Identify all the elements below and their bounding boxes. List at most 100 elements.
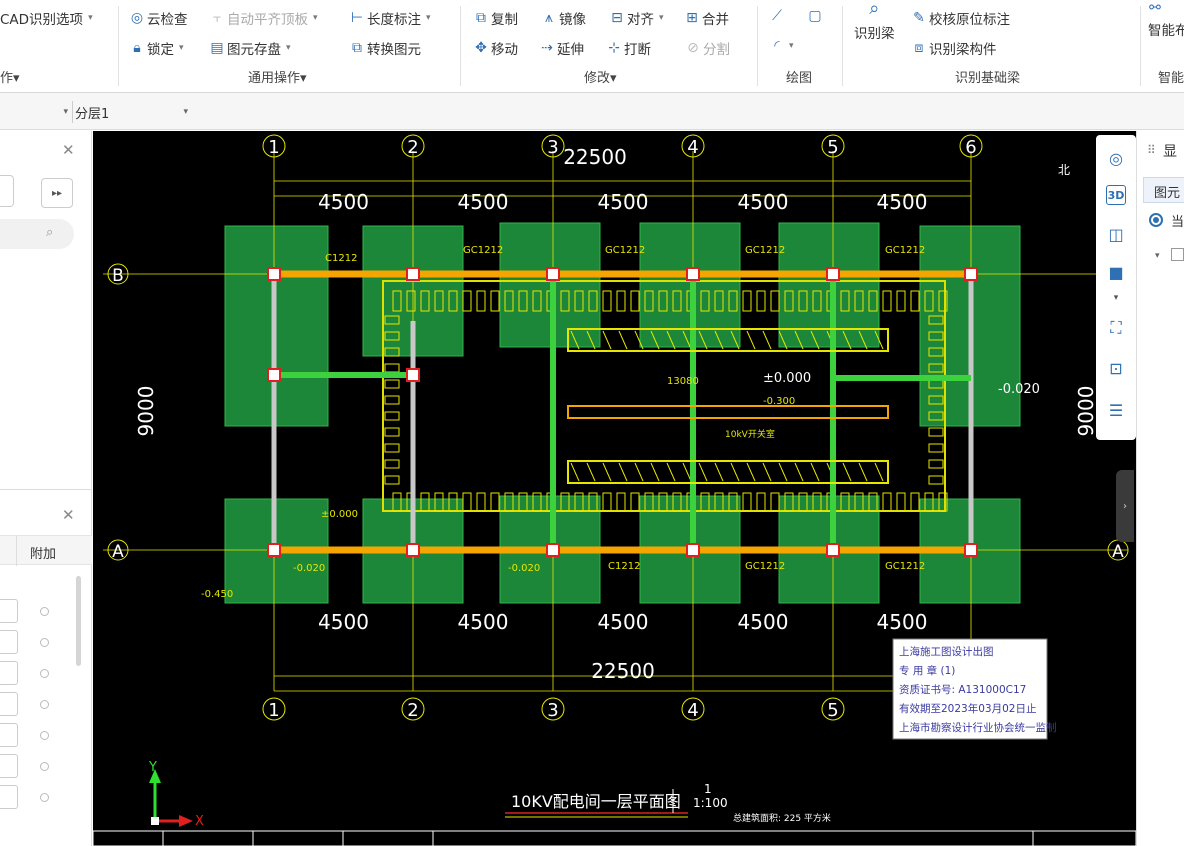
axis-number: 3	[547, 137, 558, 158]
cad-options-menu[interactable]: CAD识别选项▾	[0, 8, 93, 28]
property-row[interactable]	[0, 723, 18, 747]
hatch-cell	[928, 443, 944, 453]
convert-icon: ⧉	[352, 40, 362, 56]
hatch-cell	[384, 363, 400, 373]
tree-checkbox[interactable]	[1171, 248, 1184, 261]
layer-dropdown[interactable]: 分层1▾	[72, 101, 196, 123]
radio-icon[interactable]	[40, 793, 49, 802]
span-dim-label: 4500	[877, 610, 928, 634]
radio-icon[interactable]	[40, 731, 49, 740]
area-note: 总建筑面积: 225 平方米	[733, 812, 831, 824]
hatch-cell	[728, 290, 738, 312]
view-dropdown[interactable]: ▾	[1103, 285, 1129, 311]
property-row[interactable]	[0, 599, 18, 623]
copy-button[interactable]: ⧉复制	[476, 10, 518, 28]
properties-view-button[interactable]: ☰	[1103, 397, 1129, 423]
convert-element-button[interactable]: ⧉转换图元	[352, 40, 421, 58]
axis-number: 4	[687, 700, 698, 721]
check-original-dim-button[interactable]: ✎校核原位标注	[913, 10, 1010, 28]
close-icon[interactable]: ✕	[62, 141, 75, 159]
break-icon: ⊹	[608, 40, 620, 56]
orbit-view-button[interactable]: ◎	[1103, 145, 1129, 171]
lock-button[interactable]: 🔒︎锁定▾	[130, 38, 183, 58]
expand-button[interactable]: ▸▸	[41, 178, 73, 208]
identify-beam-member-button[interactable]: ⧈识别梁构件	[912, 38, 997, 58]
draw-rect-button[interactable]: ▢	[808, 8, 822, 24]
extend-button[interactable]: ⇢延伸	[541, 40, 584, 58]
identify-beam-button[interactable]: ⌕识别梁	[854, 0, 895, 42]
length-dim-button[interactable]: ⊢长度标注▾	[350, 10, 431, 28]
close-icon[interactable]: ✕	[62, 506, 75, 524]
stamp-line: 专 用 章 (1)	[899, 664, 955, 677]
hatch-cell	[658, 492, 668, 512]
left-group-label: 作▾	[0, 71, 20, 86]
break-button[interactable]: ⊹打断	[608, 40, 651, 58]
chevron-down-icon[interactable]: ▾	[1155, 251, 1160, 261]
general-ops-group[interactable]: 通用操作▾	[248, 71, 307, 86]
radio-current[interactable]	[1149, 213, 1163, 227]
hatch-stroke	[762, 462, 772, 482]
hatch-cell	[420, 492, 430, 512]
smart-layout-icon: ⚯	[1149, 0, 1161, 16]
hatch-cell	[882, 492, 892, 512]
radio-icon[interactable]	[40, 762, 49, 771]
collapse-right-handle[interactable]: ›	[1116, 470, 1134, 542]
hatch-cell	[504, 290, 514, 312]
merge-button[interactable]: ⊞合并	[686, 10, 729, 28]
hatch-cell	[812, 290, 822, 312]
hatch-cell	[924, 492, 934, 512]
property-row[interactable]	[0, 754, 18, 778]
auto-align-top-button[interactable]: ⫟自动平齐顶板▾	[210, 8, 318, 28]
title-block-dividers	[162, 831, 1034, 846]
hatch-cell	[476, 492, 486, 512]
property-row[interactable]	[0, 630, 18, 654]
span-dim-label: 4500	[458, 610, 509, 634]
modify-group[interactable]: 修改▾	[584, 71, 617, 86]
align-button[interactable]: ⊟对齐▾	[611, 10, 664, 28]
property-row[interactable]	[0, 692, 18, 716]
radio-icon[interactable]	[40, 638, 49, 647]
isolate-view-button[interactable]: ⊡	[1103, 355, 1129, 381]
move-button[interactable]: ✥移动	[475, 40, 518, 58]
axis-bubble	[401, 697, 425, 721]
label-gc1212: GC1212	[885, 561, 925, 572]
split-button[interactable]: ⊘分割	[687, 40, 730, 58]
drag-handle-icon[interactable]: ⠿	[1147, 143, 1156, 157]
draw-line-button[interactable]: ⟋	[770, 8, 784, 24]
panel-input-stub[interactable]	[0, 175, 14, 207]
hatch-stroke	[586, 462, 596, 482]
hatch-cell	[602, 290, 612, 312]
element-save-button[interactable]: ▤图元存盘▾	[210, 40, 291, 58]
fit-view-button[interactable]: ⛶	[1103, 315, 1129, 341]
floor-dropdown[interactable]: ▾	[0, 101, 72, 123]
move-icon: ✥	[475, 40, 487, 56]
solid-view-button[interactable]: ■	[1103, 259, 1129, 285]
scrollbar[interactable]	[76, 576, 81, 666]
column	[964, 543, 978, 557]
mirror-button[interactable]: ⩚镜像	[542, 8, 586, 28]
hatch-stroke	[810, 330, 820, 350]
hatch-stroke	[634, 462, 644, 482]
equipment-row	[567, 460, 889, 484]
property-row[interactable]	[0, 785, 18, 809]
hatch-cell	[812, 492, 822, 512]
radio-icon[interactable]	[40, 700, 49, 709]
3d-view-button[interactable]: 3D	[1106, 185, 1126, 205]
draw-arc-button[interactable]: ◜▾	[770, 38, 793, 54]
hatch-stroke	[746, 330, 756, 350]
property-row[interactable]	[0, 661, 18, 685]
tab-elements[interactable]: 图元	[1143, 177, 1184, 203]
label-gc1212: GC1212	[885, 245, 925, 256]
label-gc1212: GC1212	[745, 561, 785, 572]
radio-icon[interactable]	[40, 669, 49, 678]
hatch-stroke	[842, 330, 852, 350]
hatch-cell	[882, 290, 892, 312]
cloud-check-button[interactable]: ◎云检查	[130, 10, 188, 28]
smart-layout-button[interactable]: ⚯智能布	[1148, 0, 1184, 39]
hatch-cell	[448, 290, 458, 312]
hatch-cell	[868, 492, 878, 512]
radio-icon[interactable]	[40, 607, 49, 616]
search-input[interactable]	[0, 219, 74, 249]
box-view-button[interactable]: ◫	[1103, 221, 1129, 247]
